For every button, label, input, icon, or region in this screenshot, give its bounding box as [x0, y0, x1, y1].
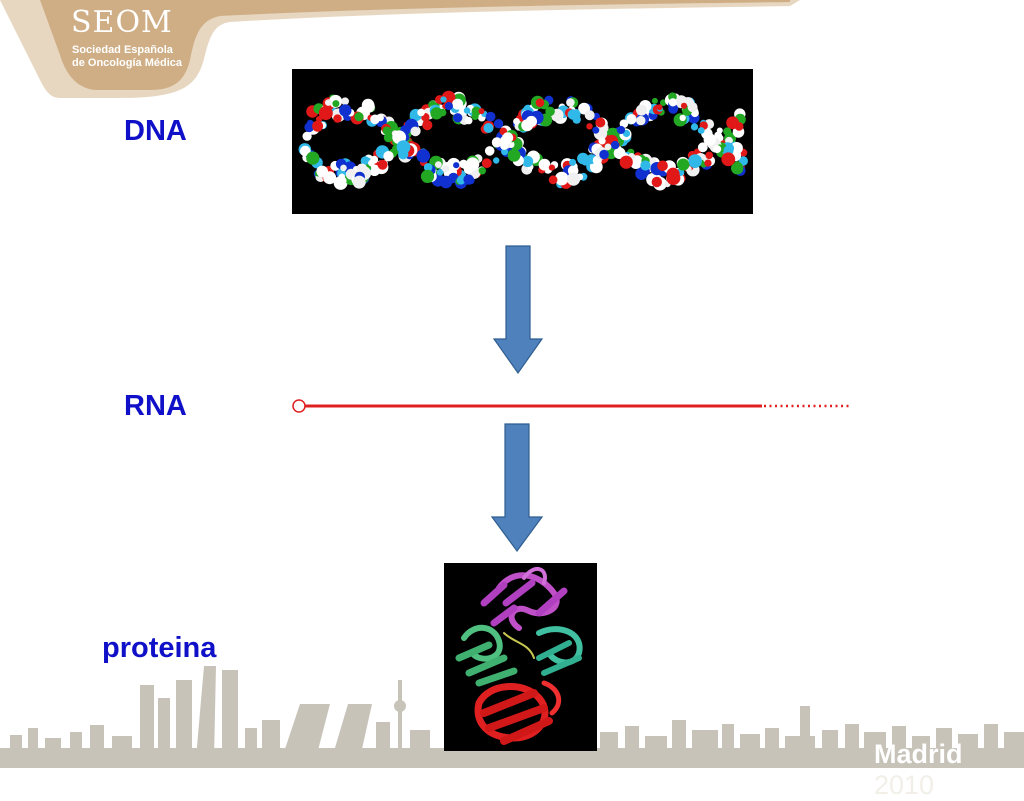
logo-subtitle-1: Sociedad Española — [72, 44, 173, 56]
footer-city: Madrid — [874, 739, 963, 769]
dna-label: DNA — [124, 115, 187, 147]
header-banner — [0, 0, 800, 98]
logo-subtitle-2: de Oncología Médica — [72, 57, 183, 69]
protein-structure-image — [444, 563, 597, 751]
rna-label: RNA — [124, 390, 187, 422]
arrow-down-icon — [490, 423, 544, 553]
arrow-down-icon — [492, 245, 544, 375]
footer-year: 2010 — [874, 770, 935, 800]
rna-strand — [292, 399, 852, 413]
skyline-footer — [0, 666, 1024, 768]
protein-label: proteina — [102, 632, 217, 664]
dna-helix-image — [292, 69, 753, 214]
logo-name: SEOM — [71, 5, 173, 40]
footer-city-year: Madrid 2010 — [874, 739, 1024, 801]
